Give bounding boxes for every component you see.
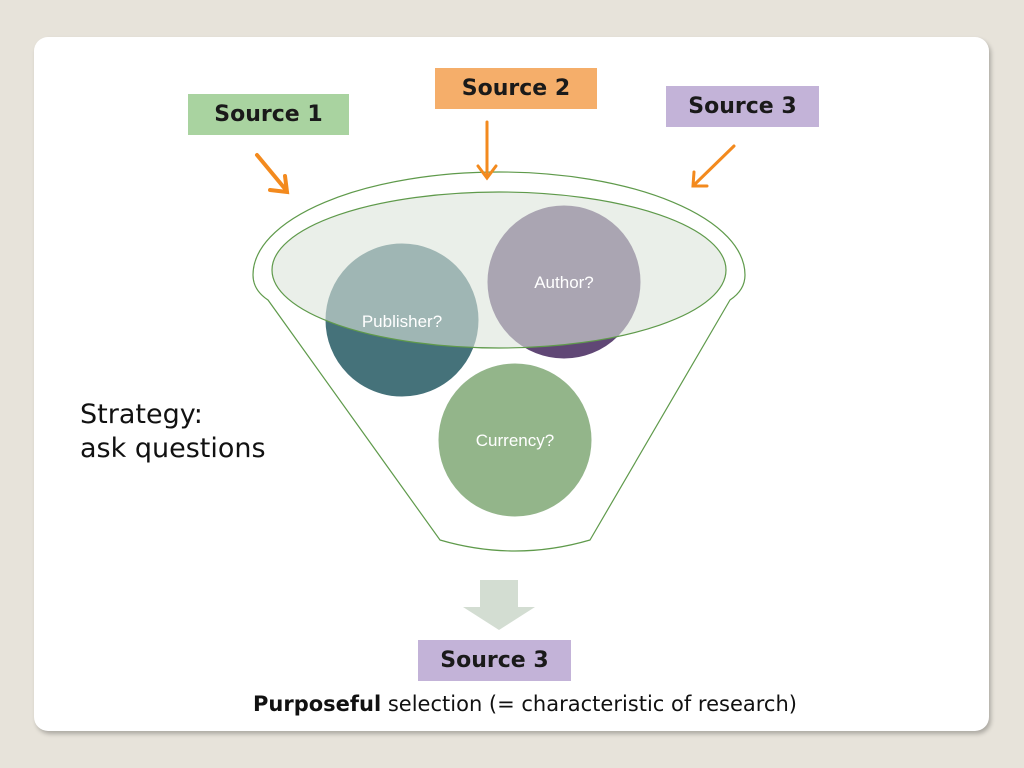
circle-currency [435,360,595,520]
arrow-source2 [476,120,498,181]
source-3-box: Source 3 [666,86,819,127]
label-publisher: Publisher? [362,312,442,331]
arrow-source1 [255,153,290,195]
funnel-rim [271,191,727,349]
output-source-label: Source 3 [440,648,549,673]
source-3-label: Source 3 [688,94,797,119]
label-currency: Currency? [476,431,554,450]
footer-caption: Purposeful selection (= characteristic o… [0,692,1024,716]
down-arrow [463,580,535,630]
footer-rest: selection (= characteristic of research) [381,692,797,716]
footer-bold: Purposeful [253,692,382,716]
source-2-label: Source 2 [461,76,571,101]
label-author: Author? [534,273,594,292]
source-1-label: Source 1 [214,102,323,127]
arrow-source3 [691,144,736,188]
source-1-box: Source 1 [188,94,349,135]
strategy-text: Strategy: ask questions [80,398,266,466]
strategy-line-1: Strategy: [80,399,203,430]
strategy-line-2: ask questions [80,433,266,464]
source-2-box: Source 2 [435,68,597,109]
output-source-box: Source 3 [418,640,571,681]
